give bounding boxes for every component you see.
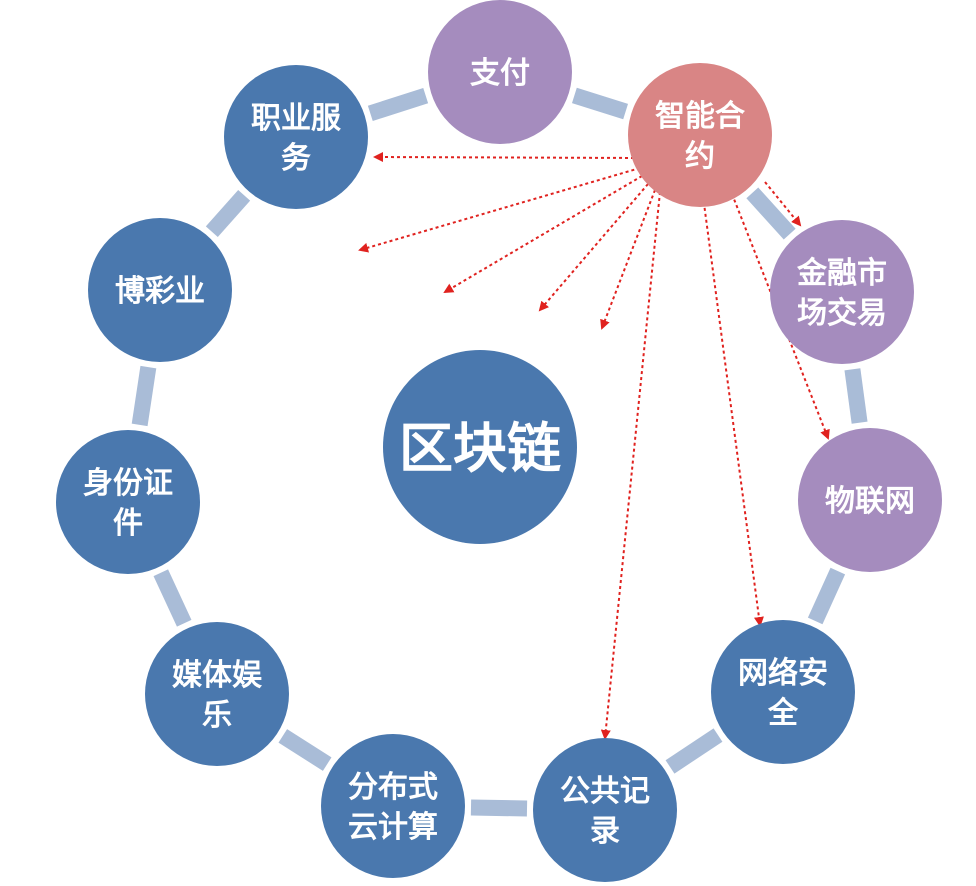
- node-label: 物联网: [825, 484, 915, 519]
- ring-connector: [153, 569, 192, 627]
- node-zhifu: 支付: [428, 0, 572, 144]
- ring-connector: [665, 728, 723, 774]
- node-circle: [56, 430, 200, 574]
- node-label: 约: [685, 139, 715, 174]
- ring-connector: [746, 187, 796, 240]
- node-label: 金融市: [796, 256, 887, 291]
- node-circle: [628, 63, 772, 207]
- node-circle: [533, 738, 677, 882]
- node-circle: [224, 65, 368, 209]
- arrow-connector: [600, 191, 661, 740]
- node-circle: [88, 218, 232, 362]
- node-label: 件: [113, 506, 143, 541]
- node-circle: [711, 620, 855, 764]
- center-circle: [383, 350, 577, 544]
- node-label: 全: [767, 696, 799, 731]
- ring-connectors: [131, 87, 868, 817]
- node-label: 智能合: [655, 99, 745, 134]
- arrow-connector: [443, 175, 643, 294]
- ring-connector: [571, 87, 629, 120]
- ring-connector: [278, 729, 332, 771]
- ring-connector: [807, 567, 846, 625]
- ring-connector: [470, 799, 528, 817]
- node-label: 分布式: [348, 770, 438, 805]
- node-label: 网络安: [738, 656, 828, 691]
- node-circle: [798, 428, 942, 572]
- center-node: 区块链: [383, 350, 577, 544]
- arrow-connector: [731, 193, 830, 440]
- node-circle: [321, 734, 465, 878]
- center-label: 区块链: [399, 417, 561, 480]
- arrow-connector: [600, 189, 656, 330]
- ring-connector: [131, 365, 157, 427]
- node-circle: [770, 220, 914, 364]
- ring-connector: [367, 88, 429, 121]
- node-label: 媒体娱: [172, 658, 263, 693]
- node-label: 职业服: [251, 101, 342, 136]
- ring-connector: [844, 368, 868, 424]
- node-label: 身份证: [83, 466, 173, 501]
- node-label: 务: [281, 141, 311, 176]
- arrow-connector: [358, 167, 641, 253]
- node-wulianwang: 物联网: [798, 428, 942, 572]
- ring-connector: [205, 189, 251, 238]
- node-label: 云计算: [348, 810, 438, 845]
- node-label: 场交易: [797, 296, 887, 331]
- node-bocai: 博彩业: [88, 218, 232, 362]
- arrow-connector: [702, 195, 764, 627]
- node-label: 录: [590, 814, 620, 849]
- node-circle: [428, 0, 572, 144]
- smart-contract-arrows: [358, 152, 830, 740]
- node-label: 博彩业: [115, 274, 205, 309]
- node-label: 公共记: [560, 774, 650, 809]
- arrow-connector: [538, 183, 649, 312]
- node-circle: [145, 622, 289, 766]
- node-label: 支付: [470, 56, 530, 91]
- node-label: 乐: [202, 698, 232, 733]
- arrow-connector: [373, 152, 641, 163]
- ring-nodes: 支付智能合约金融市场交易物联网网络安全公共记录分布式云计算媒体娱乐身份证件博彩业…: [56, 0, 942, 882]
